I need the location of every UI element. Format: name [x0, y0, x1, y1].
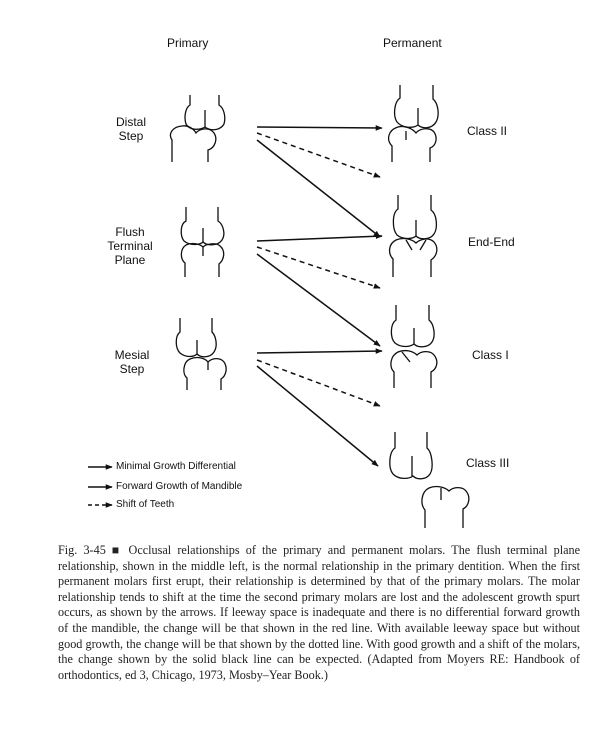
label-class-ii: Class II — [467, 124, 507, 138]
arrow-mesial-to-class-i — [257, 351, 382, 353]
caption-figure-number: Fig. 3-45 ■ — [58, 543, 122, 557]
legend-minimal-label: Minimal Growth Differential — [116, 461, 236, 472]
arrow-mesial-to-class-i-shift — [257, 360, 380, 406]
figure-caption: Fig. 3-45 ■ Occlusal relationships of th… — [58, 543, 580, 683]
legend-shift-label: Shift of Teeth — [116, 499, 174, 510]
label-mesial-step: Mesial Step — [106, 348, 158, 376]
arrow-set — [257, 127, 382, 466]
legend-lines — [88, 467, 112, 505]
header-primary: Primary — [167, 36, 208, 50]
label-flush-terminal-plane: Flush Terminal Plane — [96, 225, 164, 267]
arrow-distal-to-class-ii — [257, 127, 382, 128]
permanent-class-ii-teeth — [389, 85, 439, 162]
header-permanent: Permanent — [383, 36, 442, 50]
label-distal-step: Distal Step — [106, 115, 156, 143]
primary-flush-terminal-plane-teeth — [181, 207, 224, 277]
permanent-end-end-teeth — [390, 195, 437, 277]
permanent-class-iii-teeth — [390, 432, 469, 528]
label-end-end: End-End — [468, 235, 515, 249]
legend-forward-label: Forward Growth of Mandible — [116, 481, 242, 492]
permanent-class-i-teeth — [391, 305, 437, 388]
primary-distal-step-teeth — [170, 95, 224, 162]
primary-mesial-step-teeth — [176, 318, 226, 390]
caption-text: Occlusal relationships of the primary an… — [58, 543, 580, 682]
arrow-flush-to-end-end — [257, 236, 382, 241]
label-class-i: Class I — [472, 348, 509, 362]
label-class-iii: Class III — [466, 456, 509, 470]
arrow-mesial-to-class-iii — [257, 366, 378, 466]
